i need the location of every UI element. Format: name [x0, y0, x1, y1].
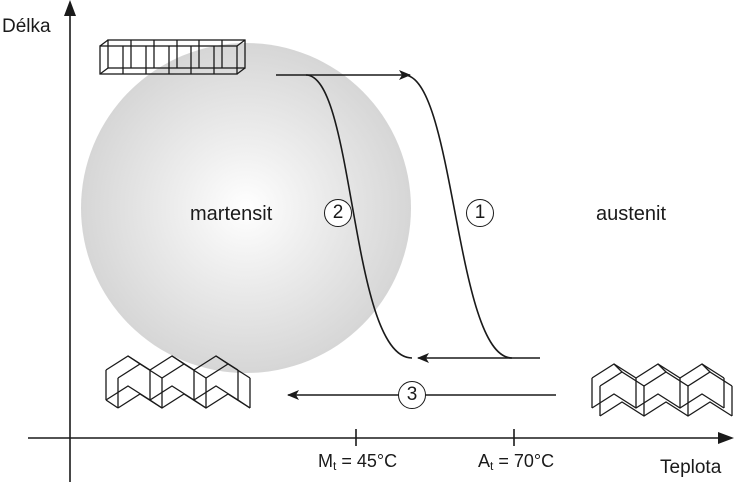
mt-tick-label: Mt = 45°C — [318, 451, 398, 473]
x-axis — [28, 432, 734, 444]
twinned-cube-lattice-icon — [105, 355, 251, 409]
austenit-label: austenit — [596, 203, 667, 225]
stretched-cube-lattice-icon — [99, 39, 246, 75]
y-axis-label: Délka — [2, 16, 51, 37]
step-1-marker: 1 — [466, 199, 494, 227]
step-3-marker: 3 — [398, 381, 426, 409]
x-axis-label: Teplota — [660, 457, 722, 478]
twinned-cube-lattice-icon — [591, 363, 733, 417]
y-axis — [64, 0, 76, 482]
martensit-glow — [81, 43, 411, 373]
at-tick-label: At = 70°C — [478, 451, 555, 473]
curve-1-heating — [403, 74, 540, 359]
step-2-marker: 2 — [324, 199, 352, 227]
martensit-label: martensit — [190, 203, 273, 225]
curve-2-cooling — [305, 74, 413, 359]
